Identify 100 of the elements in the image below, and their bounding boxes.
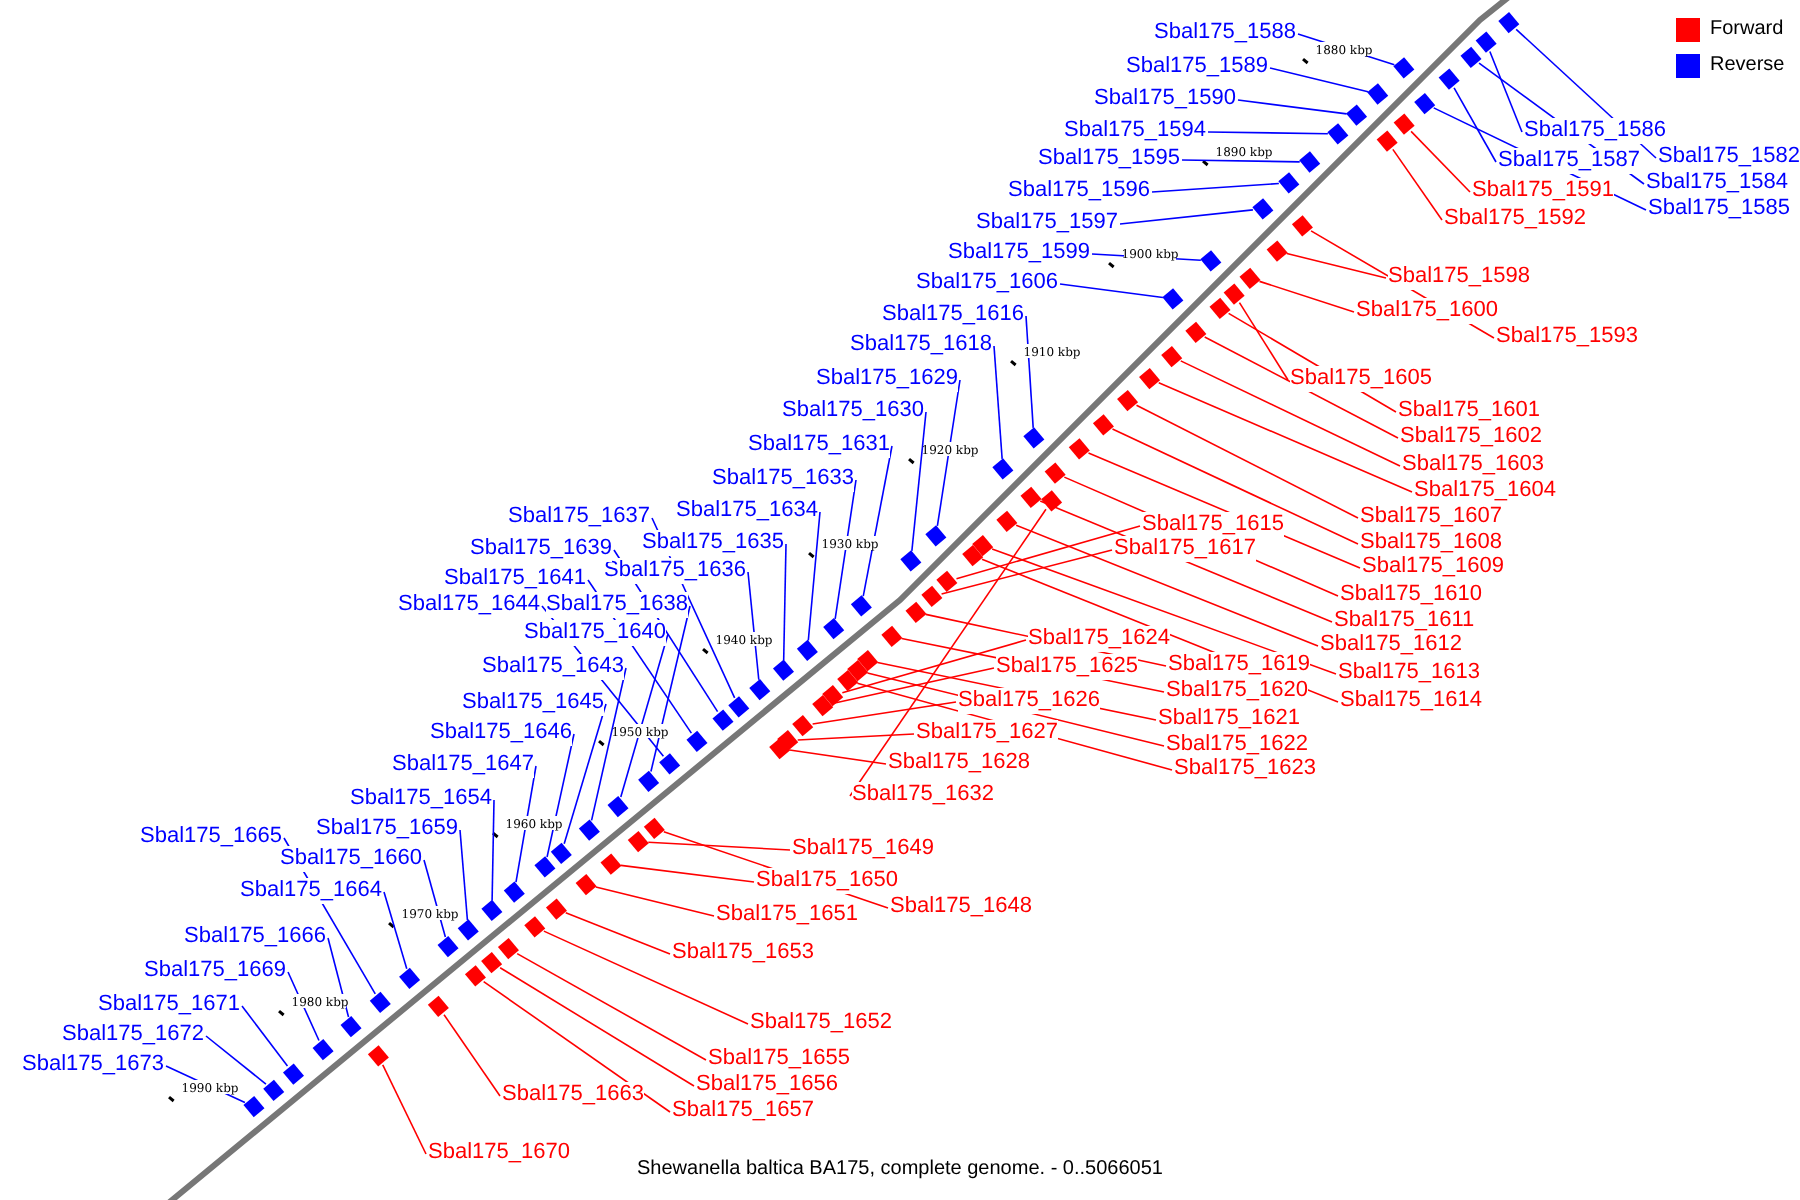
gene-label: Sbal175_1663 [502,1082,644,1108]
gene-label: Sbal175_1590 [1094,86,1236,112]
leader-line [936,379,961,527]
gene-block [283,1063,304,1085]
leader-line [499,966,695,1087]
gene-block [1299,151,1321,173]
gene-block [1161,345,1183,368]
gene-block [925,525,947,547]
gene-block [792,714,814,737]
gene-label: Sbal175_1639 [470,536,612,562]
gene-label: Sbal175_1665 [140,824,282,850]
gene-label: Sbal175_1610 [1340,582,1482,608]
gene-block [921,585,943,608]
gene-label: Sbal175_1593 [1496,324,1638,350]
gene-block [1438,68,1460,90]
gene-label: Sbal175_1628 [888,750,1030,776]
gene-block [1266,240,1288,262]
leader-line [443,1013,501,1097]
gene-label: Sbal175_1603 [1402,452,1544,478]
gene-label: Sbal175_1591 [1472,178,1614,204]
gene-label: Sbal175_1655 [708,1046,850,1072]
gene-block [1367,83,1389,105]
leader-line [747,571,760,681]
leader-line [482,980,671,1113]
leader-line [516,952,707,1061]
gene-block [481,951,503,974]
gene-label: Sbal175_1644 [398,592,540,618]
gene-block [607,795,629,818]
gene-block [1498,11,1520,34]
gene-label: Sbal175_1605 [1290,366,1432,392]
leader-line [1203,336,1399,439]
leader-line [811,701,957,725]
gene-label: Sbal175_1616 [882,302,1024,328]
gene-label: Sbal175_1643 [482,654,624,680]
gene-label: Sbal175_1637 [508,504,650,530]
gene-label: Sbal175_1638 [546,592,688,618]
gene-block [1376,130,1398,152]
gene-label: Sbal175_1606 [916,270,1058,296]
gene-block [1020,486,1042,508]
gene-label: Sbal175_1627 [916,720,1058,746]
gene-label: Sbal175_1586 [1524,118,1666,144]
gene-label: Sbal175_1660 [280,846,422,872]
leader-line [1410,130,1471,193]
leader-line [563,703,607,845]
gene-label: Sbal175_1651 [716,902,858,928]
leader-line [546,733,575,858]
gene-label: Sbal175_1640 [524,620,666,646]
leader-line [955,525,1141,580]
gene-label: Sbal175_1584 [1646,170,1788,196]
leader-line [782,543,787,661]
leader-line [788,749,887,765]
leader-line [1135,404,1359,519]
gene-block [962,544,984,567]
leader-line [1453,87,1497,163]
gene-label: Sbal175_1597 [976,210,1118,236]
gene-block [399,967,421,989]
leader-line [831,667,995,705]
gene-label: Sbal175_1604 [1414,478,1556,504]
gene-block [847,659,869,682]
leader-line [1489,50,1523,133]
gene-label: Sbal175_1664 [240,878,382,904]
gene-block [243,1096,265,1118]
gene-block [263,1079,285,1101]
gene-label: Sbal175_1600 [1356,298,1498,324]
gene-label: Sbal175_1673 [22,1052,164,1078]
gene-label: Sbal175_1607 [1360,504,1502,530]
gene-block [996,510,1018,533]
gene-label: Sbal175_1587 [1498,148,1640,174]
leader-line [796,733,915,741]
gene-label: Sbal175_1620 [1166,678,1308,704]
gene-label: Sbal175_1613 [1338,660,1480,686]
gene-block [524,916,546,938]
gene-block [1346,104,1368,126]
gene-block [728,696,750,718]
leader-line [620,633,669,798]
gene-block [464,965,486,987]
gene-block [627,831,649,853]
gene-label: Sbal175_1585 [1648,196,1790,222]
gene-label: Sbal175_1634 [676,498,818,524]
gene-block [900,550,922,572]
gene-label: Sbal175_1641 [444,566,586,592]
gene-block [1200,250,1222,272]
gene-label: Sbal175_1649 [792,836,934,862]
gene-label: Sbal175_1588 [1154,20,1296,46]
gene-label: Sbal175_1647 [392,752,534,778]
gene-label: Sbal175_1635 [642,530,784,556]
leader-line [1179,360,1401,467]
leader-line [807,511,821,642]
gene-label: Sbal175_1629 [816,366,958,392]
gene-block [857,649,879,672]
leader-line [1269,67,1369,93]
leader-line [1119,209,1254,225]
gene-block [1291,215,1313,237]
gene-label: Sbal175_1623 [1174,756,1316,782]
gene-label: Sbal175_1648 [890,894,1032,920]
gene-block [822,684,844,707]
gene-block [749,679,771,701]
gene-block [881,625,903,648]
gene-label: Sbal175_1669 [144,958,286,984]
gene-block [1327,123,1349,145]
